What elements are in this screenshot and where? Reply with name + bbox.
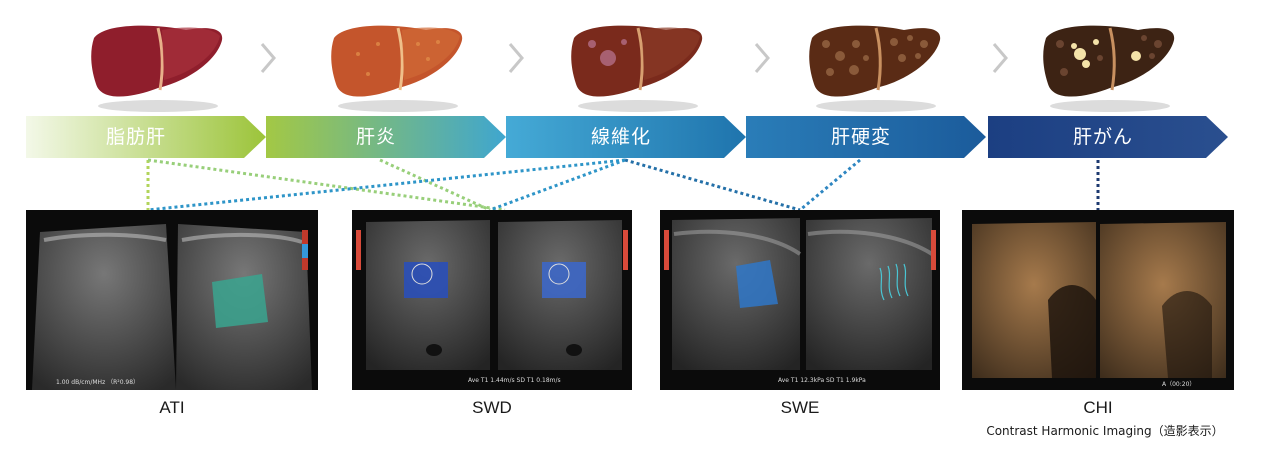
chevron-right-icon bbox=[508, 43, 524, 73]
scan-image-chi: A（00:20） bbox=[962, 210, 1234, 390]
liver-illustration-cancer bbox=[1040, 14, 1180, 114]
ati-measure-text: 1.00 dB/cm/MHz （R²0.98） bbox=[56, 379, 139, 386]
stage-label-hepatitis: 肝炎 bbox=[355, 126, 396, 148]
swe-measure-text: Ave T1 12.3kPa SD T1 1.9kPa bbox=[778, 377, 866, 384]
liver-illustration-cirrhosis bbox=[806, 14, 946, 114]
caption-swe: SWE bbox=[780, 398, 820, 417]
liver-illustration-fatty bbox=[88, 14, 228, 114]
swd-measure-text: Ave T1 1.44m/s SD T1 0.18m/s bbox=[468, 377, 561, 384]
chevron-right-icon bbox=[992, 43, 1008, 73]
chevron-right-icon bbox=[754, 43, 770, 73]
chi-measure-text: A（00:20） bbox=[1162, 381, 1195, 388]
link-fibrosis-swe bbox=[624, 158, 801, 212]
stage-arrow-hepatitis: 肝炎 bbox=[266, 116, 506, 160]
scan-image-swd: Ave T1 1.44m/s SD T1 0.18m/s bbox=[352, 210, 632, 390]
link-hepatitis-swd bbox=[379, 158, 491, 212]
scan-image-swe: Ave T1 12.3kPa SD T1 1.9kPa bbox=[660, 210, 940, 390]
stage-label-fibrosis: 線維化 bbox=[590, 126, 651, 148]
link-fatty-swd bbox=[147, 158, 506, 212]
liver-illustration-fibrosis bbox=[568, 14, 708, 114]
caption-chi: CHI bbox=[1083, 398, 1113, 417]
stage-arrow-cirrhosis: 肝硬変 bbox=[746, 116, 986, 160]
liver-illustration-hepatitis bbox=[328, 14, 468, 114]
stage-arrow-fibrosis: 線維化 bbox=[506, 116, 746, 160]
link-fibrosis-ati bbox=[147, 158, 626, 212]
chevron-right-icon bbox=[260, 43, 276, 73]
link-cirrhosis-swe bbox=[799, 158, 861, 212]
caption-chi-sub: Contrast Harmonic Imaging（造影表示） bbox=[986, 424, 1224, 438]
scan-image-ati: 1.00 dB/cm/MHz （R²0.98） bbox=[26, 210, 318, 390]
stage-label-liver-cancer: 肝がん bbox=[1072, 126, 1133, 148]
caption-swd: SWD bbox=[472, 398, 512, 417]
caption-ati: ATI bbox=[159, 398, 185, 417]
stage-label-cirrhosis: 肝硬変 bbox=[830, 126, 891, 148]
stage-arrow-liver-cancer: 肝がん bbox=[988, 116, 1228, 160]
stage-arrow-fatty-liver: 脂肪肝 bbox=[26, 116, 266, 160]
stage-label-fatty-liver: 脂肪肝 bbox=[105, 126, 166, 148]
